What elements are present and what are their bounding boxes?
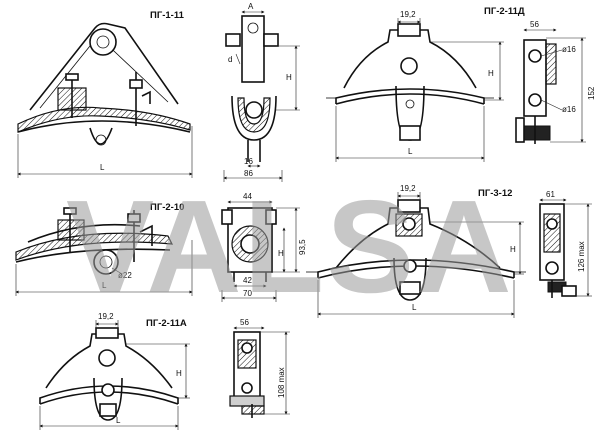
drawing-pg-2-11d: 19,2 H L ПГ-2-11Д [326, 6, 525, 162]
dim-192-label: 19,2 [400, 10, 416, 19]
drawing-pg-2-10: ø22 L ПГ-2-10 [15, 202, 193, 296]
dim-L-label: L [412, 303, 417, 312]
drawing-title-pg-3-12: ПГ-3-12 [478, 188, 512, 199]
drawing-pg-2-11a: 19,2 H L ПГ-2-11А [39, 312, 190, 430]
dim-44-label: 44 [243, 192, 252, 201]
dim-86-label: 86 [244, 169, 253, 178]
drawing-pg-2-10-side: 44 93,5 H 42 70 [221, 192, 307, 302]
drawing-pg-3-12-side: 61 126 max [539, 190, 592, 298]
yoke-hole [89, 28, 117, 56]
dim-56-label: 56 [240, 318, 249, 327]
dim-108-label: 108 max [277, 367, 286, 398]
dim-d22-label: ø22 [118, 271, 132, 280]
watermark: VALSA [66, 173, 514, 320]
dim-126-label: 126 max [577, 241, 586, 272]
dim-192-label: 19,2 [400, 184, 416, 193]
dim-56-label: 56 [530, 20, 539, 29]
dim-H-label: H [488, 69, 494, 78]
drawing-pg-2-11a-side: 56 108 max [229, 318, 290, 418]
dim-L-label: L [100, 163, 105, 172]
dim-L-label: L [116, 416, 121, 425]
dim-935-label: 93,5 [298, 239, 307, 255]
dim-16-label: 16 [244, 157, 253, 166]
dim-42-label: 42 [243, 276, 252, 285]
drawing-pg-3-12: 19,2 H L ПГ-3-12 [306, 184, 526, 318]
drawing-title-pg-2-11d: ПГ-2-11Д [484, 6, 525, 17]
dim-152-label: 152 [587, 86, 596, 100]
dim-61-label: 61 [546, 190, 555, 199]
drawing-pg-1-11: L ПГ-1-11 [17, 10, 193, 178]
dim-d16-bottom-label: ø16 [562, 105, 576, 114]
dim-A-label: A [248, 2, 254, 11]
dim-192-label: 19,2 [98, 312, 114, 321]
dim-H-label: H [278, 249, 284, 258]
dim-d-label: d [228, 55, 232, 64]
dim-L-label: L [102, 281, 107, 290]
drawing-title-pg-2-10: ПГ-2-10 [150, 202, 184, 213]
dim-H-label: H [176, 369, 182, 378]
dim-L-label: L [408, 147, 413, 156]
dim-H-label: H [286, 73, 292, 82]
dim-H-label: H [510, 245, 516, 254]
drawing-pg-1-11-side: A d H 16 86 [223, 2, 300, 182]
drawing-title-pg-1-11: ПГ-1-11 [150, 10, 185, 21]
dim-70-label: 70 [243, 289, 252, 298]
drawing-pg-2-11d-side: 56 ø16 ø16 152 [515, 20, 596, 144]
drawing-title-pg-2-11a: ПГ-2-11А [146, 318, 187, 329]
dim-d16-top-label: ø16 [562, 45, 576, 54]
